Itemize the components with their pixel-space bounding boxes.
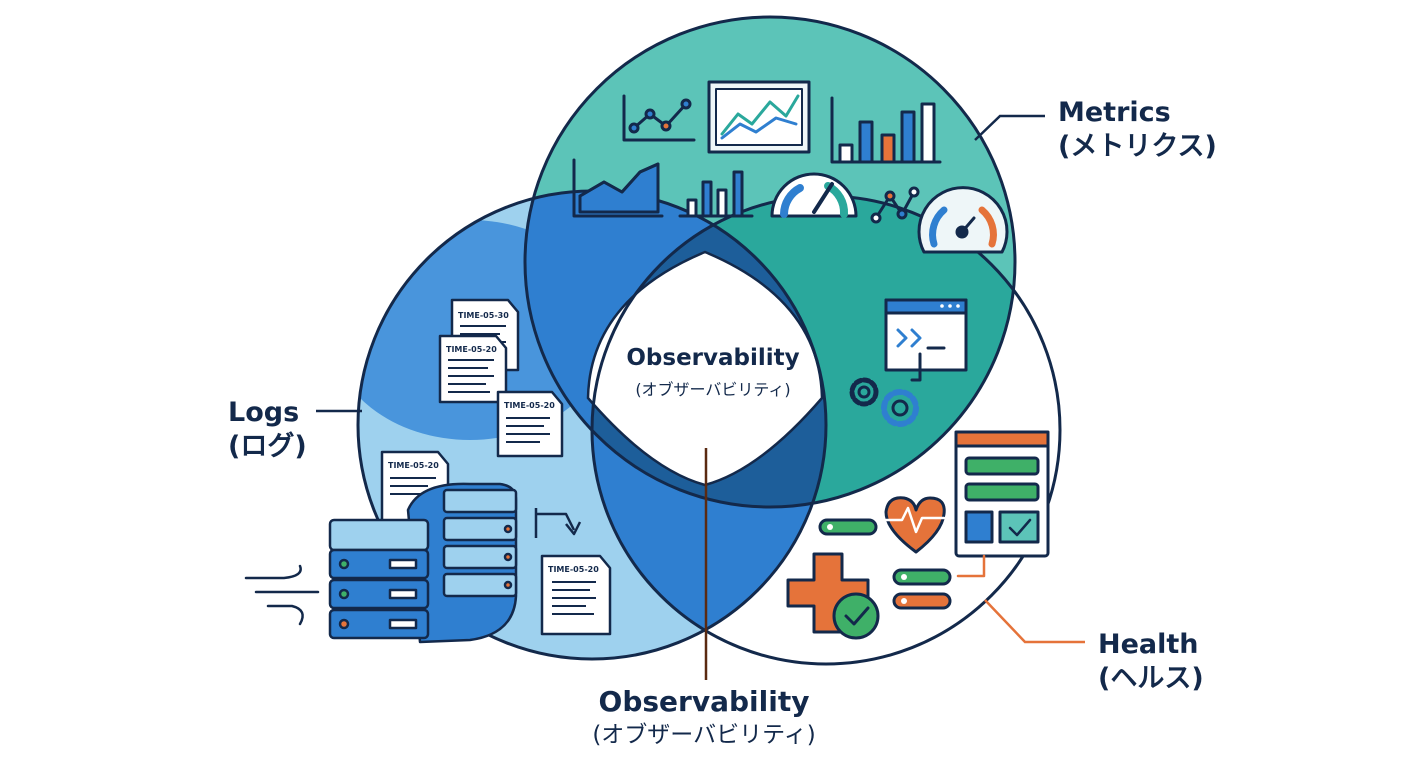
speedometer-icon: [917, 186, 1009, 254]
health-leader: [984, 599, 1085, 644]
server-rack-icon: [328, 518, 430, 640]
document-icon: TIME-05-20: [496, 390, 564, 458]
center-label: Observability (オブザーバビリティ): [0, 338, 1408, 418]
logs-subtitle: (ログ): [228, 430, 307, 462]
gears-icon: [849, 352, 922, 427]
bottom-label: Observability (オブザーバビリティ): [0, 684, 1408, 750]
monitor-chart-icon: [707, 80, 811, 154]
area-chart-icon: [572, 158, 664, 218]
wind-icon: [244, 564, 320, 626]
status-pill-icon: [892, 592, 952, 610]
log-stamp: TIME-05-20: [548, 565, 599, 574]
pipeline-arrow-icon: [534, 508, 582, 538]
heart-pulse-icon: [884, 496, 946, 554]
metrics-subtitle: (メトリクス): [1058, 130, 1217, 162]
line-chart-icon: [622, 94, 696, 142]
checklist-panel-icon: [954, 430, 1050, 578]
network-icon: [870, 186, 920, 224]
gauge-icon: [770, 172, 858, 218]
metrics-icons: [572, 80, 1009, 254]
bottom-subtitle: (オブザーバビリティ): [592, 722, 816, 748]
center-lens: [588, 252, 822, 485]
health-subtitle: (ヘルス): [1098, 662, 1204, 694]
logs-title: Logs: [228, 397, 300, 428]
logs-label: Logs (ログ): [228, 396, 307, 464]
log-stamp: TIME-05-20: [388, 461, 439, 470]
status-pill-icon: [892, 568, 952, 586]
metrics-leader: [974, 114, 1045, 141]
log-stamp: TIME-05-30: [458, 311, 509, 320]
center-title: Observability: [626, 345, 800, 371]
leader-lines: [316, 114, 1085, 644]
bottom-title: Observability: [598, 685, 810, 718]
center-subtitle: (オブザーバビリティ): [635, 380, 791, 399]
log-stamp: TIME-05-20: [504, 401, 555, 410]
health-label: Health (ヘルス): [1098, 628, 1204, 696]
metrics-outline: [523, 15, 1017, 509]
metrics-title: Metrics: [1058, 97, 1171, 128]
ops-icons: [849, 298, 968, 427]
status-pill-icon: [818, 518, 878, 536]
server-stack-icon: [406, 482, 518, 644]
document-icon: TIME-05-20: [438, 334, 508, 404]
health-icons: [786, 430, 1050, 640]
logs-icons: TIME-05-30 TIME-05-20 TIME-05-20 TIME-05…: [244, 298, 612, 644]
check-badge-icon: [832, 592, 880, 640]
document-icon: TIME-05-20: [540, 554, 612, 636]
small-bar-chart-icon: [678, 170, 754, 218]
bar-chart-icon: [830, 96, 942, 164]
log-stamp: TIME-05-20: [446, 345, 497, 354]
metrics-label: Metrics (メトリクス): [1058, 96, 1217, 164]
health-title: Health: [1098, 629, 1199, 660]
terminal-window-icon: [884, 298, 968, 372]
